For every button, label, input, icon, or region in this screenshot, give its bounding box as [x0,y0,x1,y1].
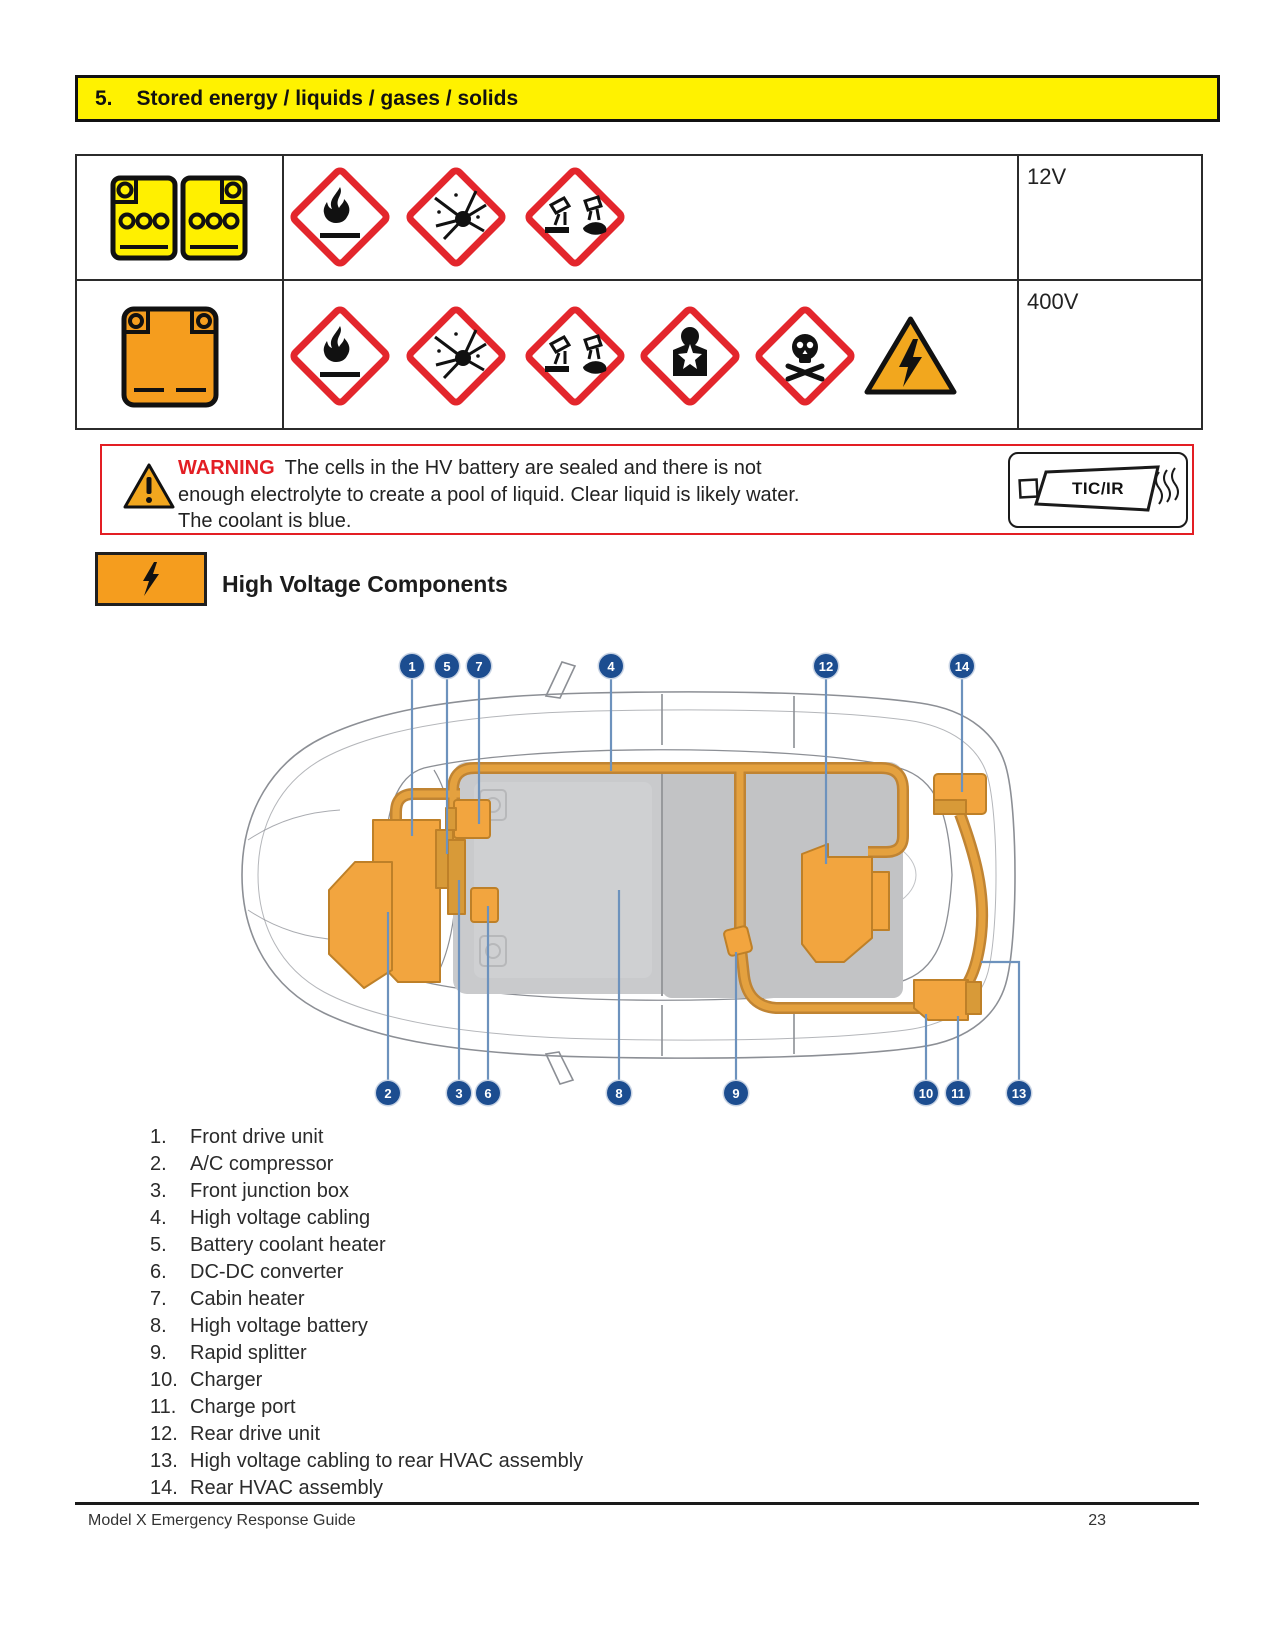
rear-hvac-tab [933,799,967,815]
table-row-divider [77,279,1201,281]
cabin-heater [453,799,491,839]
stored-energy-table: 12V [75,154,1203,430]
list-item: 12.Rear drive unit [150,1423,321,1445]
list-item: 3.Front junction box [150,1180,349,1202]
list-item: 11.Charge port [150,1396,296,1418]
rapid-splitter [723,925,753,957]
explosive-pictogram [406,306,506,406]
hv-components-diagram: 1 5 7 4 12 14 2 3 6 8 9 10 11 13 [228,640,1031,1110]
footer-title: Model X Emergency Response Guide [88,1512,356,1529]
callout-11: 11 [946,1081,970,1105]
charger [913,979,969,1021]
list-item: 8.High voltage battery [150,1315,368,1337]
hv-components-heading: High Voltage Components [222,571,508,597]
explosive-pictogram [406,167,506,267]
corrosive-pictogram [525,167,625,267]
ac-compressor [328,861,393,989]
voltage-label-400v: 400V [1027,289,1079,314]
warning-triangle-icon [123,463,175,509]
list-item: 6.DC-DC converter [150,1261,344,1283]
page-number: 23 [1088,1512,1106,1529]
callout-12: 12 [814,654,838,678]
callout-7: 7 [467,654,491,678]
toxic-pictogram [755,306,855,406]
high-voltage-triangle-icon [864,316,957,395]
table-col-divider [1017,156,1019,428]
health-hazard-pictogram [640,306,740,406]
table-col-divider [282,156,284,428]
lightning-bolt-icon [143,562,159,596]
callout-2: 2 [376,1081,400,1105]
component-list: 1.Front drive unit 2.A/C compressor 3.Fr… [150,1124,910,1502]
list-item: 4.High voltage cabling [150,1207,371,1229]
thermal-camera-icon [1018,465,1179,512]
front-junction-box [447,839,466,915]
tic-ir-badge: TIC/IR [1008,452,1188,528]
12v-lead-acid-battery-icon [110,175,248,261]
hv-components [328,773,987,1021]
footer-rule [75,1502,1199,1505]
section-title: Stored energy / liquids / gases / solids [136,86,519,110]
section-number: 5. [95,86,113,110]
list-item: 5.Battery coolant heater [150,1234,386,1256]
list-item: 13.High voltage cabling to rear HVAC ass… [150,1450,584,1472]
list-item: 1.Front drive unit [150,1126,324,1148]
warning-label: WARNING [178,457,275,479]
flammable-pictogram [290,306,390,406]
list-item: 9.Rapid splitter [150,1342,307,1364]
callout-8: 8 [607,1081,631,1105]
rear-drive-unit-mount [871,871,890,931]
callout-10: 10 [914,1081,938,1105]
callout-1: 1 [400,654,424,678]
car-top-view-diagram [241,661,1021,1085]
callout-lines [386,678,1021,1081]
callout-13: 13 [1007,1081,1031,1105]
list-item: 7.Cabin heater [150,1288,305,1310]
footer: Model X Emergency Response Guide 23 [88,1512,1106,1530]
flammable-pictogram [290,167,390,267]
high-voltage-icon [95,552,207,606]
rear-drive-unit [801,843,873,963]
voltage-label-12v: 12V [1027,164,1067,189]
list-item: 10.Charger [150,1369,263,1391]
list-item: 14.Rear HVAC assembly [150,1477,384,1499]
high-voltage-cabling-core [392,764,986,1012]
callout-9: 9 [724,1081,748,1105]
callout-4: 4 [599,654,623,678]
corrosive-pictogram [525,306,625,406]
charge-port [965,981,982,1015]
callout-3: 3 [447,1081,471,1105]
callout-14: 14 [950,654,974,678]
callout-5: 5 [435,654,459,678]
tic-ir-label: TIC/IR [1071,479,1125,498]
callout-6: 6 [476,1081,500,1105]
hv-battery-icon [121,306,219,408]
list-item: 2.A/C compressor [150,1153,334,1175]
dc-dc-converter [470,887,499,923]
section-header-bar: 5. Stored energy / liquids / gases / sol… [75,75,1220,122]
